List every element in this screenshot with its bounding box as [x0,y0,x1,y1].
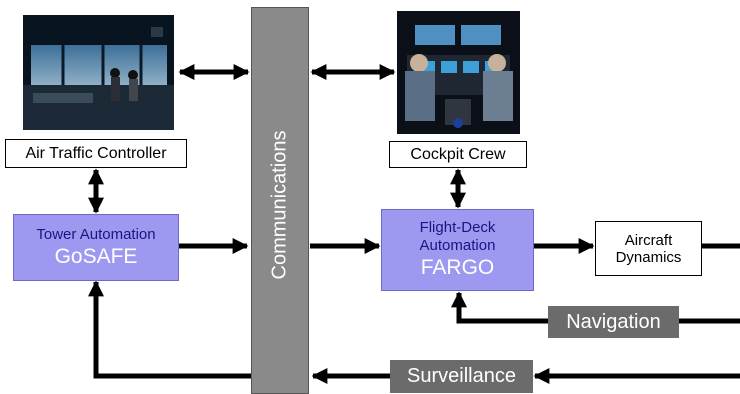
gosafe-label: GoSAFE [54,244,138,268]
air-traffic-controller-box: Air Traffic Controller [5,139,187,168]
navigation-box: Navigation [548,306,679,338]
fargo-label: FARGO [420,256,495,279]
cockpit-photo [397,11,520,134]
communications-bar [251,7,309,394]
cockpit-image [397,11,520,134]
control-tower-image [23,15,174,130]
communications-label: Communications [268,130,291,280]
air-traffic-controller-label: Air Traffic Controller [25,144,167,162]
surveillance-box: Surveillance [390,360,533,393]
dynamics-label: Dynamics [615,248,682,266]
tower-automation-box: Tower Automation GoSAFE [13,214,179,281]
flight-deck-label: Flight-Deck [419,219,496,236]
navigation-label: Navigation [566,310,661,333]
control-tower-photo [23,15,174,130]
arrow-comms-to-tower [87,280,251,379]
aircraft-dynamics-box: Aircraft Dynamics [595,221,702,276]
cockpit-crew-box: Cockpit Crew [389,141,527,168]
aircraft-label: Aircraft [624,231,673,249]
cockpit-crew-label: Cockpit Crew [410,145,506,163]
flight-deck-automation-box: Flight-Deck Automation FARGO [381,209,534,291]
surveillance-label: Surveillance [407,365,516,387]
tower-automation-label: Tower Automation [36,225,156,243]
automation-label: Automation [419,237,496,254]
